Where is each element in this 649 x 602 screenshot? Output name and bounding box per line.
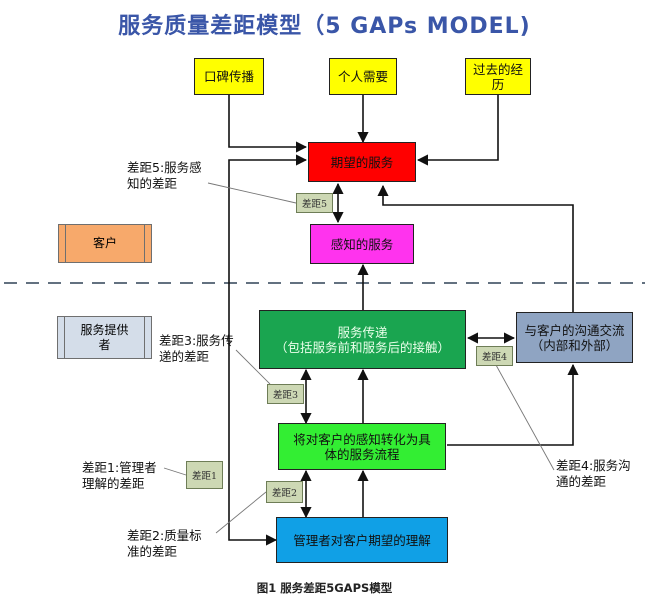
gap1-note: 差距1:管理者 理解的差距 xyxy=(82,460,157,491)
gap2-box: 差距2 xyxy=(266,481,303,503)
management-perception-box: 管理者对客户期望的理解 xyxy=(276,517,448,563)
service-specs-box: 将对客户的感知转化为具 体的服务流程 xyxy=(278,423,446,470)
arrow-past-experience-to-expected xyxy=(416,95,499,166)
gap4-box: 差距4 xyxy=(476,346,513,366)
customer-label: 客户 xyxy=(58,224,152,263)
gap5-note: 差距5:服务感 知的差距 xyxy=(127,160,202,191)
word-of-mouth-box: 口碑传播 xyxy=(194,58,264,95)
arrow-specs-to-comm xyxy=(447,363,579,446)
arrow-comm-to-expected xyxy=(377,184,574,312)
gap3-box: 差距3 xyxy=(267,384,304,404)
figure-caption: 图1 服务差距5GAPS模型 xyxy=(256,581,393,595)
arrow-word-of-mouth-to-expected xyxy=(228,95,308,153)
gap3-note: 差距3:服务传 递的差距 xyxy=(159,333,234,364)
gap5-box: 差距5 xyxy=(296,193,333,213)
callout-gap5 xyxy=(207,182,297,204)
past-experience-box: 过去的经 历 xyxy=(465,58,531,95)
perceived-service-box: 感知的服务 xyxy=(310,224,414,264)
gap4-note: 差距4:服务沟 通的差距 xyxy=(556,458,631,489)
personal-needs-box: 个人需要 xyxy=(329,58,397,95)
expected-service-box: 期望的服务 xyxy=(308,142,416,182)
diagram-title: 服务质量差距模型（5 GAPs MODEL) xyxy=(118,14,531,39)
callout-gap4 xyxy=(495,364,555,471)
arrow-gap1-mgmt-to-expected xyxy=(228,154,308,546)
provider-label: 服务提供 者 xyxy=(57,316,152,359)
gap2-note: 差距2:质量标 准的差距 xyxy=(127,528,202,559)
service-delivery-box: 服务传递 （包括服务前和服务后的接触） xyxy=(259,310,466,369)
external-communication-box: 与客户的沟通交流 （内部和外部） xyxy=(516,312,633,363)
gap1-box: 差距1 xyxy=(186,461,223,489)
callout-gap2 xyxy=(215,491,267,534)
callout-gap1 xyxy=(163,467,187,476)
callout-gap3 xyxy=(235,349,271,385)
